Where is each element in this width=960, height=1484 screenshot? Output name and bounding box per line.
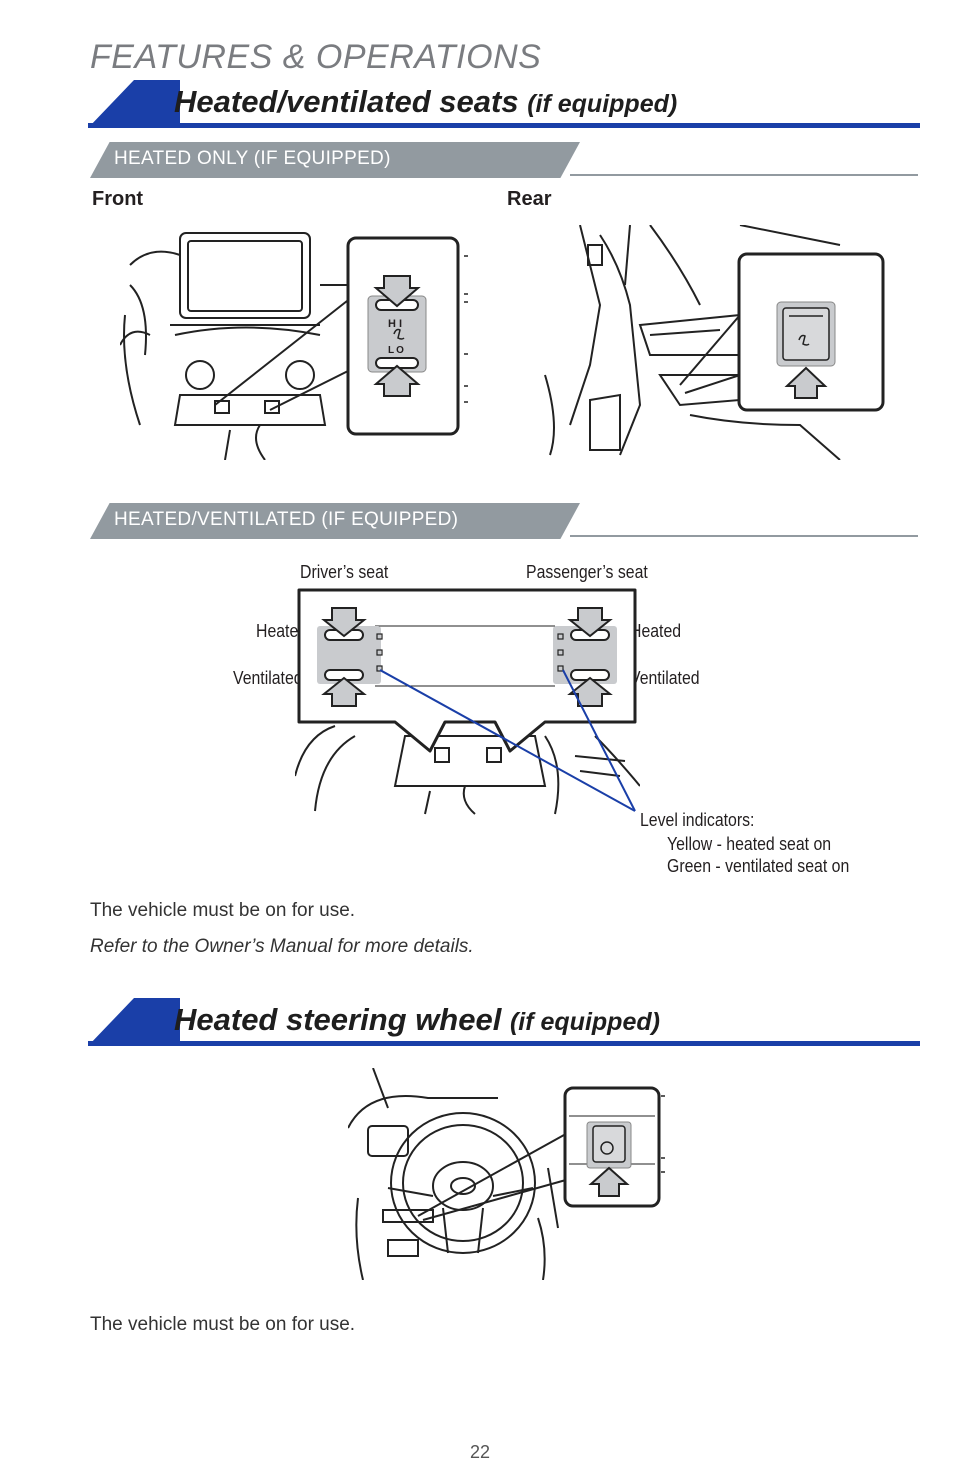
page-number: 22 — [469, 1442, 491, 1462]
front-label: Front — [92, 188, 144, 210]
drivers-seat-label: Driver’s seat — [300, 562, 389, 582]
heated-ventilated-banner: HEATED/VENTILATED (IF EQUIPPED) — [90, 503, 918, 539]
seats-refer-text: Refer to the Owner’s Manual for more det… — [90, 936, 474, 957]
wheel-note: The vehicle must be on for use. — [90, 1314, 356, 1335]
seats-section-title: Heated/ventilated seats (if equipped) — [174, 84, 678, 119]
ventilated-left-label: Ventilated — [233, 668, 303, 688]
passengers-seat-label: Passenger’s seat — [526, 562, 648, 582]
rear-switch-callout — [737, 252, 885, 412]
heated-left-label: Heated — [256, 621, 308, 641]
seats-section-banner: Heated/ventilated seats (if equipped) — [88, 80, 920, 128]
wheel-section-title: Heated steering wheel (if equipped) — [174, 1002, 660, 1037]
heated-right-label: Heated — [630, 621, 682, 641]
yellow-note: Yellow - heated seat on — [667, 834, 832, 854]
rear-door-illustration — [544, 225, 841, 460]
seats-note: The vehicle must be on for use. — [90, 900, 356, 921]
level-indicators-label: Level indicators: — [640, 810, 755, 830]
green-note: Green - ventilated seat on — [667, 856, 850, 876]
rear-label: Rear — [507, 188, 552, 210]
front-switch-callout — [346, 236, 468, 436]
wheel-switch-callout — [563, 1086, 665, 1208]
wheel-section-banner: Heated steering wheel (if equipped) — [88, 998, 920, 1046]
heated-ventilated-illustration — [295, 588, 640, 815]
switch-hi-label: HI — [388, 318, 405, 330]
ventilated-right-label: Ventilated — [630, 668, 700, 688]
front-dashboard-illustration — [120, 232, 381, 460]
heated-only-banner: HEATED ONLY (IF EQUIPPED) — [90, 142, 918, 178]
switch-lo-label: LO — [388, 345, 406, 356]
steering-wheel-illustration — [348, 1068, 574, 1280]
page-header-title: FEATURES & OPERATIONS — [90, 38, 542, 76]
